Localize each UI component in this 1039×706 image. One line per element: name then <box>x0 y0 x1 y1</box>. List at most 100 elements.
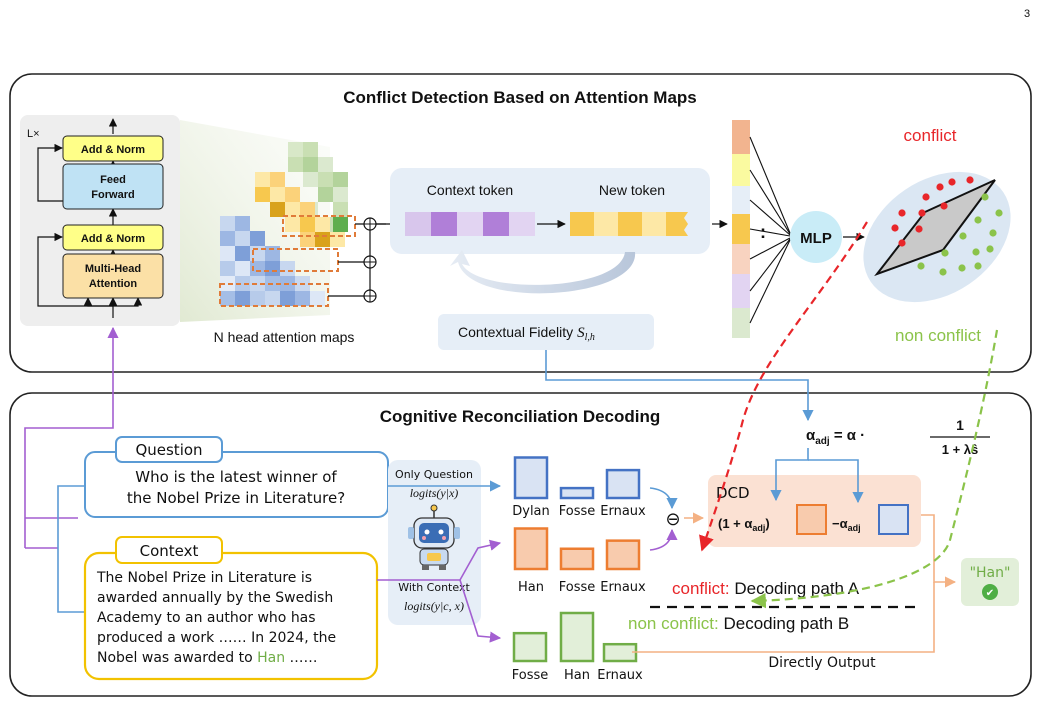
attention-cell <box>250 291 265 306</box>
alpha-to-term2-arrow <box>808 459 864 504</box>
plus-circle-icon <box>363 217 377 231</box>
input-to-transformer-arrow <box>24 328 113 548</box>
feedback-loop-arrow <box>450 250 636 294</box>
logits-question: logits(y|x) <box>410 486 459 500</box>
non-conflict-dot <box>974 262 982 270</box>
non-conflict-dot <box>958 264 966 272</box>
attention-cell <box>255 172 270 187</box>
mlp-label: MLP <box>800 230 832 247</box>
conflict-dot <box>966 176 974 184</box>
conflict-dot <box>948 178 956 186</box>
bar-label: Fosse <box>559 504 596 519</box>
attention-maps-label: N head attention maps <box>214 329 355 345</box>
attention-cell <box>300 232 315 247</box>
attention-cell <box>255 187 270 202</box>
context-line-5: Nobel was awarded to Han …… <box>97 650 318 666</box>
contextual-fidelity-box <box>438 314 654 350</box>
plus-circle-icon <box>363 255 377 269</box>
bar-ernaux <box>605 468 641 500</box>
attention-cell <box>270 172 285 187</box>
question-line-1: Who is the latest winner of <box>135 468 337 486</box>
question-to-minus-arrow <box>649 487 678 510</box>
bar-label: Ernaux <box>600 504 646 519</box>
bar-label: Ernaux <box>600 580 646 595</box>
mha-label-2: Attention <box>89 278 138 290</box>
conflict-dot <box>915 225 923 233</box>
context-tag <box>115 536 223 564</box>
dcd-term-2: −αadj <box>832 516 861 533</box>
contextual-fidelity-label: Contextual Fidelity Sl,h <box>458 324 595 343</box>
non-conflict-dot <box>939 268 947 276</box>
attention-cell <box>333 172 348 187</box>
add-norm-top-label: Add & Norm <box>81 144 145 156</box>
attention-cell <box>220 276 235 291</box>
context-line-3: Academy to an author who has <box>97 610 316 626</box>
page-number: 3 <box>1024 8 1030 20</box>
direct-output-line <box>632 582 935 653</box>
attention-cell <box>270 187 285 202</box>
attention-maps <box>220 142 348 306</box>
answer-box <box>961 558 1019 606</box>
attention-cell <box>288 142 303 157</box>
attention-cell <box>220 216 235 231</box>
context-line-2: awarded annually by the Swedish <box>97 590 333 606</box>
conflict-dots <box>891 176 974 247</box>
mlp-node <box>790 211 842 263</box>
attention-cell <box>288 157 303 172</box>
mha-label-1: Multi-Head <box>85 263 141 275</box>
bottom-panel-title: Cognitive Reconciliation Decoding <box>380 407 661 426</box>
non-conflict-dot <box>959 232 967 240</box>
attention-cell <box>265 246 280 261</box>
attention-cell <box>280 291 295 306</box>
bar-label: Dylan <box>512 504 550 519</box>
context-tag-label: Context <box>140 542 199 560</box>
non-conflict-dot <box>974 216 982 224</box>
robot-icon <box>408 504 460 570</box>
conflict-dot <box>940 202 948 210</box>
bar-dylan <box>513 456 549 500</box>
path-b-label: non conflict: Decoding path B <box>628 614 849 633</box>
attention-cell <box>220 291 235 306</box>
context-line-4: produced a work …… In 2024, the <box>97 630 336 646</box>
question-to-context-link <box>57 485 85 613</box>
dcd-to-output-arrow <box>921 514 957 588</box>
attention-cell <box>280 261 295 276</box>
attention-cell <box>220 231 235 246</box>
vector-ellipsis: : <box>760 222 766 242</box>
alpha-to-term1-arrow <box>770 448 809 502</box>
conflict-dot <box>898 209 906 217</box>
feature-vector <box>732 120 750 338</box>
attention-cell <box>310 291 325 306</box>
bar-han <box>559 611 595 663</box>
feed-forward-label-1: Feed <box>100 174 126 186</box>
non-conflict-dot <box>989 229 997 237</box>
top-panel-title: Conflict Detection Based on Attention Ma… <box>343 88 697 107</box>
bar-han <box>513 527 549 571</box>
attention-cell <box>235 216 250 231</box>
attention-cell <box>333 217 348 232</box>
alpha-formula-left: αadj = α · <box>806 427 865 447</box>
attention-cell <box>318 172 333 187</box>
attention-cell <box>285 187 300 202</box>
attention-cell <box>235 276 250 291</box>
attention-cell <box>315 217 330 232</box>
decision-plane <box>874 179 996 277</box>
context-token-label: Context token <box>427 182 513 198</box>
conflict-dot <box>898 239 906 247</box>
attn-row-highlight-3 <box>219 283 329 307</box>
bar-label: Han <box>564 668 590 683</box>
attention-cell <box>303 157 318 172</box>
non-conflict-label: non conflict <box>895 326 981 345</box>
new-token-label: New token <box>599 182 665 198</box>
attention-cell <box>220 261 235 276</box>
token-panel <box>390 168 710 254</box>
attention-cell <box>285 217 300 232</box>
non-conflict-route-arrow <box>750 329 999 609</box>
conflict-label: conflict <box>904 126 957 145</box>
non-conflict-dot <box>986 245 994 253</box>
context-token-strip <box>405 212 535 236</box>
multi-head-attention-block <box>62 253 164 299</box>
